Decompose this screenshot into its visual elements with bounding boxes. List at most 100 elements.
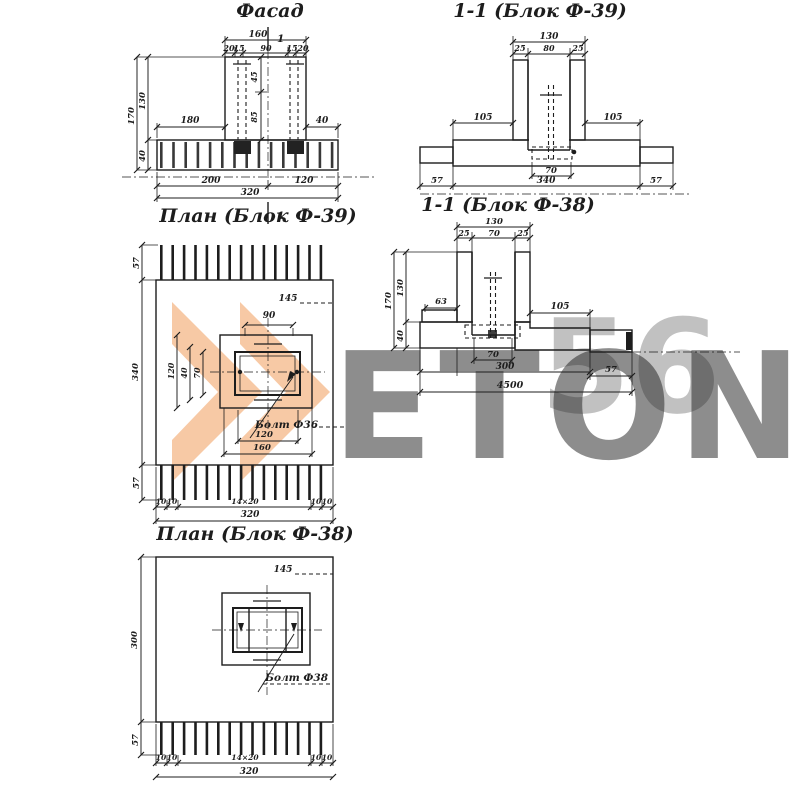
cup-wall-left <box>512 59 529 141</box>
dim-label: 25 <box>513 43 526 53</box>
dim-label: 300 <box>130 631 140 649</box>
dim-label: 160 <box>249 30 269 40</box>
facade-view: Фасад 1 1 160 20 15 90 15 20 170 130 40 … <box>122 0 374 224</box>
center-axes <box>210 318 325 432</box>
bolt-callout: Болт Ф38 <box>264 672 329 684</box>
leader-line <box>257 633 295 693</box>
axis-and-ground-lines <box>122 50 374 178</box>
dim-label: 130 <box>396 279 406 297</box>
anchor-bolt-hidden <box>547 85 555 160</box>
dimension-lines <box>140 557 333 778</box>
dim-label: 10 <box>167 753 178 762</box>
dim-label: 57 <box>132 477 142 489</box>
dim-label: 145 <box>279 294 298 304</box>
watermark-text: ETON <box>332 321 800 493</box>
dim-label: 70 <box>192 367 202 379</box>
dim-label: 340 <box>131 363 141 381</box>
section-mark-label: 1 <box>277 210 284 222</box>
plan-f39-view: План (Блок Ф-39) 57 340 57 145 90 120 40… <box>131 205 357 525</box>
dim-label: 57 <box>605 365 617 375</box>
dim-label: 57 <box>131 734 141 746</box>
dim-label: 40 <box>179 367 189 379</box>
reference-dashes <box>300 302 345 428</box>
dim-label: 90 <box>260 43 272 53</box>
side-shelf <box>421 309 458 323</box>
watermark-chevron <box>172 302 262 482</box>
dim-label: 15 <box>233 43 245 53</box>
dim-label: 200 <box>201 176 222 186</box>
dim-label: 105 <box>551 302 570 312</box>
dim-label: 25 <box>457 228 470 238</box>
anchor-plate <box>287 141 304 154</box>
dim-label: 10 <box>167 497 178 506</box>
dimension-lines <box>141 245 333 522</box>
leader-arrow <box>287 371 296 382</box>
view-title: План (Блок Ф-39) <box>158 205 356 227</box>
dim-label: 10 <box>156 753 167 762</box>
block-outline <box>155 279 334 466</box>
stub-right <box>639 146 674 164</box>
dimension-ticks <box>390 223 636 396</box>
dim-label: 340 <box>537 176 557 186</box>
anchor-plate <box>234 141 251 154</box>
dimension-ticks <box>138 241 337 525</box>
dim-label: 70 <box>488 229 500 239</box>
dim-label: 120 <box>295 176 315 186</box>
watermark-logo-icon <box>172 302 330 482</box>
dim-label: 130 <box>138 92 148 110</box>
dim-label: 180 <box>181 116 201 126</box>
dimension-lines <box>136 39 338 199</box>
leader-line <box>249 376 294 439</box>
watermark-chevron <box>240 302 330 482</box>
dimension-ticks <box>137 553 337 781</box>
dim-label: 10 <box>322 753 333 762</box>
extension-lines <box>141 556 334 766</box>
bolt-arrow <box>291 623 297 632</box>
dim-label: 90 <box>263 311 276 321</box>
dim-label: 4500 <box>497 380 524 391</box>
dim-label: 14×20 <box>231 753 259 762</box>
bolt-arrow <box>238 623 244 632</box>
pedestal-outline <box>224 56 307 141</box>
bolt-pocket-outer <box>219 334 313 409</box>
anchor-bolt-hidden <box>489 272 497 338</box>
dimension-ticks <box>416 38 677 190</box>
dim-label: 57 <box>650 176 662 186</box>
dim-label: 160 <box>253 443 271 453</box>
bolt-callout: Болт Ф36 <box>254 419 319 431</box>
section-f39-view: 1-1 (Блок Ф-39) 130 25 80 25 105 105 70 … <box>416 0 692 195</box>
cup-wall-right <box>569 59 586 141</box>
dim-label: 45 <box>249 71 259 83</box>
dim-label: 25 <box>516 228 529 238</box>
dim-label: 20 <box>296 43 309 53</box>
bolt-crossbars <box>253 600 281 661</box>
block-outline <box>155 556 334 723</box>
dimension-ticks <box>133 36 342 202</box>
dim-label: 320 <box>240 767 260 777</box>
section-mark-label: 1 <box>277 33 284 45</box>
bolt-point <box>237 369 243 375</box>
dim-label: 10 <box>156 497 167 506</box>
dim-label: 40 <box>396 330 406 342</box>
view-title: 1-1 (Блок Ф-38) <box>421 194 595 216</box>
bolt-pocket-outer <box>221 592 311 666</box>
dimension-lines <box>420 41 673 187</box>
view-title: План (Блок Ф-38) <box>155 523 353 545</box>
dim-label: 85 <box>249 111 259 123</box>
bolt-point <box>294 369 300 375</box>
cup-wall-right <box>514 251 531 323</box>
cup-cavity <box>473 252 514 335</box>
dim-label: 15 <box>286 43 298 53</box>
dim-label: 10 <box>322 497 333 506</box>
dim-label: 320 <box>241 510 261 520</box>
stub-end-cap <box>626 332 632 350</box>
extension-lines <box>142 244 334 524</box>
dim-label: 120 <box>255 430 273 440</box>
dim-label: 130 <box>540 32 560 42</box>
dim-label: 80 <box>543 43 555 53</box>
dim-label: 170 <box>127 107 137 125</box>
dim-label: 10 <box>311 497 322 506</box>
dim-label: 14×20 <box>231 497 259 506</box>
dim-label: 105 <box>604 113 623 123</box>
